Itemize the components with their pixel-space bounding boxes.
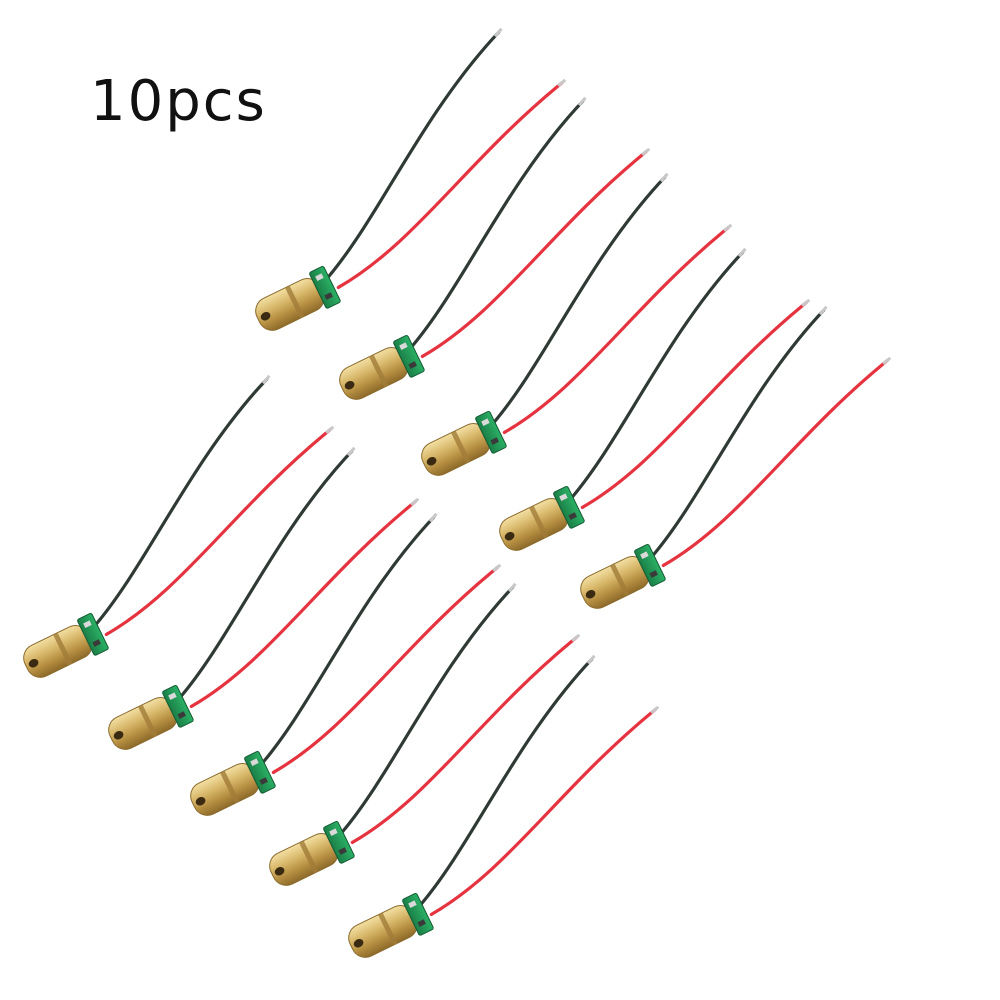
black-wire <box>326 30 501 279</box>
barrel-groove <box>369 354 389 388</box>
pcb-component <box>329 828 338 836</box>
lens-aperture <box>426 457 437 466</box>
laser-module <box>421 172 733 476</box>
pcb-component <box>259 777 268 785</box>
barrel-groove <box>220 770 240 804</box>
wire-tip <box>325 425 335 434</box>
laser-module <box>580 305 892 609</box>
pcb-component <box>399 342 408 350</box>
wire-tip <box>346 446 356 457</box>
lens-aperture <box>195 797 206 806</box>
barrel-groove <box>610 563 630 597</box>
pcb-component <box>338 847 347 855</box>
laser-module <box>190 512 502 816</box>
pcb-component <box>640 551 649 559</box>
wire-tip <box>492 563 502 572</box>
wire-tip <box>571 633 581 642</box>
wire-tip <box>723 223 733 232</box>
lens-aperture <box>353 939 364 948</box>
wire-tip <box>428 512 438 523</box>
pcb-component <box>250 758 259 766</box>
wire-tip <box>507 582 517 593</box>
pcb-component <box>559 493 568 501</box>
wire-tip <box>577 96 587 107</box>
wire-tip <box>410 497 420 506</box>
black-wire <box>179 449 354 698</box>
wire-tip <box>557 78 567 87</box>
red-wire <box>271 565 499 775</box>
pcb-component <box>417 919 426 927</box>
quantity-label: 10pcs <box>90 69 267 134</box>
black-wire <box>651 308 826 557</box>
barrel-groove <box>285 285 305 319</box>
pcb-component <box>168 692 177 700</box>
lens-aperture <box>260 312 271 321</box>
wire-tip <box>882 356 892 365</box>
pcb-component <box>177 711 186 719</box>
laser-module <box>108 446 420 750</box>
red-wire <box>104 427 332 637</box>
wire-tip <box>650 705 660 714</box>
black-wire <box>94 377 269 626</box>
red-wire <box>661 358 889 568</box>
lens-aperture <box>274 867 285 876</box>
wire-tip <box>586 654 596 665</box>
wire-tip <box>493 27 503 38</box>
wire-tip <box>737 247 747 258</box>
wire-tip <box>818 305 828 316</box>
laser-module <box>348 654 660 958</box>
red-wire <box>580 300 808 510</box>
lens-aperture <box>585 590 596 599</box>
lens-aperture <box>504 532 515 541</box>
red-wire <box>336 80 564 290</box>
black-wire <box>340 585 515 834</box>
red-wire <box>502 225 730 435</box>
red-wire <box>350 635 578 845</box>
black-wire <box>261 515 436 764</box>
pcb-component <box>408 361 417 369</box>
laser-module <box>339 96 651 400</box>
laser-module <box>23 374 335 678</box>
laser-module <box>255 27 567 331</box>
pcb-component <box>649 570 658 578</box>
barrel-groove <box>451 430 471 464</box>
barrel-groove <box>53 632 73 666</box>
red-wire <box>429 707 657 917</box>
black-wire <box>410 99 585 348</box>
barrel-groove <box>138 704 158 738</box>
lens-aperture <box>113 731 124 740</box>
black-wire <box>570 250 745 499</box>
wire-tip <box>641 147 651 156</box>
red-wire <box>189 499 417 709</box>
red-wire <box>420 149 648 359</box>
black-wire <box>419 657 594 906</box>
pcb-component <box>490 437 499 445</box>
laser-module <box>269 582 581 886</box>
pcb-component <box>481 418 490 426</box>
lens-aperture <box>344 381 355 390</box>
barrel-groove <box>299 840 319 874</box>
barrel-groove <box>378 912 398 946</box>
pcb-component <box>83 620 92 628</box>
barrel-groove <box>529 505 549 539</box>
wire-tip <box>801 298 811 307</box>
black-wire <box>492 175 667 424</box>
pcb-component <box>92 639 101 647</box>
pcb-component <box>324 292 333 300</box>
pcb-component <box>568 512 577 520</box>
laser-module <box>499 247 811 551</box>
pcb-component <box>408 900 417 908</box>
wire-tip <box>261 374 271 385</box>
pcb-component <box>315 273 324 281</box>
wire-tip <box>659 172 669 183</box>
lens-aperture <box>28 659 39 668</box>
